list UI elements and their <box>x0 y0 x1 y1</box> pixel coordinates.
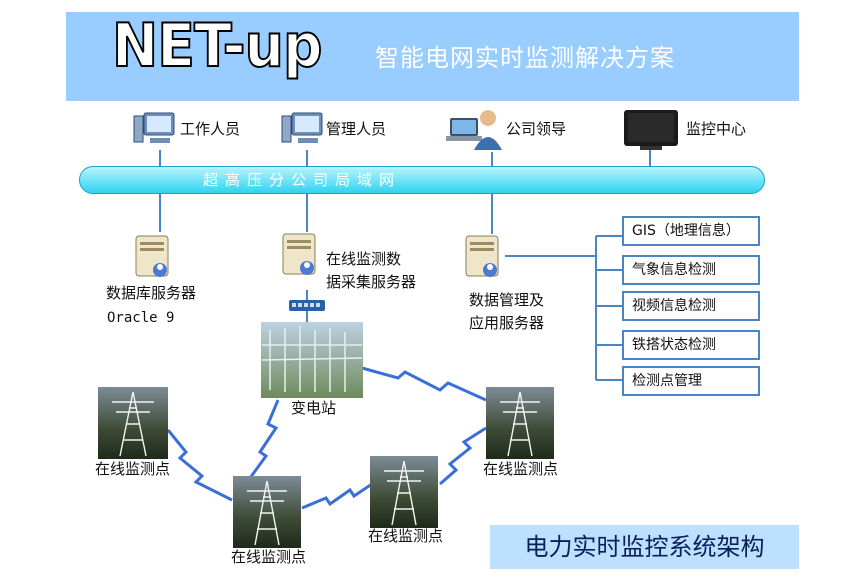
service-weather: 气象信息检测 <box>622 255 760 285</box>
link-substation-right <box>361 366 487 402</box>
point-label-bottom-left: 在线监测点 <box>231 548 307 566</box>
user-label-monitor-center: 监控中心 <box>686 120 747 138</box>
service-tower-status: 铁搭状态检测 <box>622 330 760 360</box>
user-label-manager: 管理人员 <box>326 120 387 138</box>
workstation-icon-2 <box>281 112 323 143</box>
link-left-bottomleft <box>166 429 233 502</box>
footer-banner <box>490 525 799 569</box>
tower-photo-bottom-mid <box>370 456 438 528</box>
substation-label: 变电站 <box>291 399 337 417</box>
page-subtitle: 智能电网实时监测解决方案 <box>375 44 675 72</box>
substation-photo <box>261 322 363 398</box>
app-server-line2: 应用服务器 <box>469 314 545 332</box>
service-gis: GIS（地理信息） <box>622 216 760 246</box>
tower-photo-right <box>486 387 554 459</box>
service-video: 视频信息检测 <box>622 291 760 321</box>
lan-bar <box>79 166 765 194</box>
collection-server-icon <box>282 233 316 275</box>
tower-photo-bottom-left <box>233 476 301 548</box>
tower-photo-left <box>98 387 168 459</box>
link-bottomleft-mid <box>301 482 373 510</box>
monitor-tv-icon <box>624 110 678 150</box>
footer-title: 电力实时监控系统架构 <box>524 533 765 561</box>
link-mid-right <box>439 426 487 486</box>
link-substation-bottomleft <box>248 399 280 479</box>
executive-laptop-icon <box>446 110 502 150</box>
db-server-sub: Oracle 9 <box>107 310 175 326</box>
app-server-line1: 数据管理及 <box>469 291 545 309</box>
logo: NET-up <box>111 10 323 82</box>
db-server-label: 数据库服务器 <box>106 284 197 302</box>
database-server-icon <box>135 235 169 277</box>
header-banner <box>66 12 799 101</box>
service-point-management: 检测点管理 <box>622 366 760 396</box>
application-server-icon <box>465 235 499 277</box>
collect-server-line2: 据采集服务器 <box>326 273 417 291</box>
network-switch-icon <box>289 300 325 311</box>
user-label-staff: 工作人员 <box>180 120 241 138</box>
collect-server-line1: 在线监测数 <box>326 250 402 268</box>
user-label-leader: 公司领导 <box>506 120 567 138</box>
workstation-icon-1 <box>133 112 175 143</box>
point-label-bottom-mid: 在线监测点 <box>368 527 444 545</box>
point-label-left: 在线监测点 <box>95 460 171 478</box>
lan-label: 超高压分公司局域网 <box>202 171 401 189</box>
point-label-right: 在线监测点 <box>483 460 559 478</box>
